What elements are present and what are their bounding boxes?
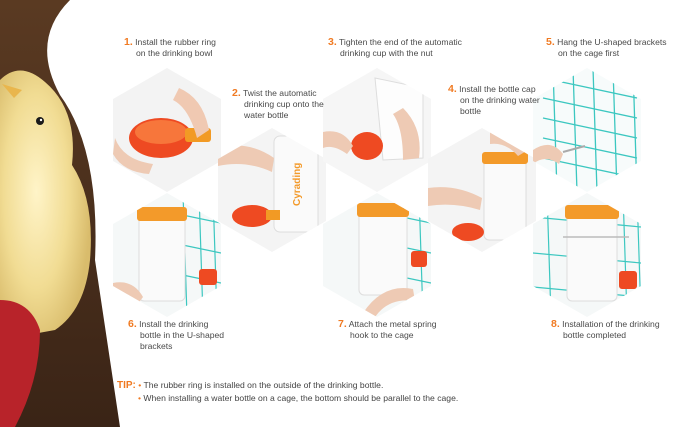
bottle-brand-text: Cyrading [292,163,303,206]
spring-hook-illustration [357,193,431,317]
step-text-line2: bottle completed [563,330,627,340]
step-7-photo [323,193,431,317]
step-8-photo [533,193,641,317]
step-text-line3: brackets [140,341,173,351]
step-text-line2: on the drinking water [460,95,540,105]
step-text-line3: water bottle [244,110,289,120]
step-text-line1: Install the bottle cap [459,84,536,94]
step-text-line1: Install the drinking [139,319,209,329]
step-text-line2: on the cage first [558,48,620,58]
step-number: 5. [546,36,555,48]
step-text-line1: Hang the U-shaped brackets [557,37,667,47]
step-7-label: 7. Attach the metal spring hook to the c… [338,319,437,341]
step-6-photo [113,193,221,317]
step-5-label: 5. Hang the U-shaped brackets on the cag… [546,37,667,59]
step-number: 4. [448,83,457,95]
step-2-photo: Cyrading [218,128,326,252]
step-text-line2: drinking cup onto the [244,99,324,109]
cage-bracket-illustration [533,68,638,192]
step-2-label: 2. Twist the automatic drinking cup onto… [232,88,324,121]
chick-photo [0,0,120,427]
bullet-icon: • [138,380,142,390]
step-text-line2: bottle in the U-shaped [140,330,225,340]
bottle-cap-illustration [428,131,528,241]
tighten-nut-illustration [323,77,424,161]
bottle-cup-illustration: Cyrading [218,135,319,233]
step-text-line2: drinking cup with the nut [340,48,433,58]
step-text-line2: on the drinking bowl [136,48,213,58]
step-number: 2. [232,87,241,99]
tip-label: TIP: [117,380,136,391]
step-text-line1: Attach the metal spring [348,319,437,329]
step-text-line3: bottle [460,106,482,116]
step-number: 7. [338,318,347,330]
step-1-label: 1. Install the rubber ring on the drinki… [124,37,216,59]
bottle-in-bracket-illustration [113,193,221,317]
tip-item: The rubber ring is installed on the outs… [143,380,384,390]
step-text-line1: Tighten the end of the automatic [339,37,462,47]
step-1-photo [113,68,221,192]
tip-item: When installing a water bottle on a cage… [143,393,459,403]
step-8-label: 8. Installation of the drinking bottle c… [551,319,660,341]
tip-box: TIP: • The rubber ring is installed on t… [117,379,458,405]
step-number: 1. [124,36,133,48]
step-4-label: 4. Install the bottle cap on the drinkin… [448,84,540,117]
step-4-photo [428,128,536,252]
completed-bottle-illustration [533,193,641,317]
hand-ring-illustration [113,88,211,174]
step-number: 8. [551,318,560,330]
step-5-photo [533,68,641,192]
step-text-line1: Install the rubber ring [135,37,216,47]
step-number: 6. [128,318,137,330]
step-number: 3. [328,36,337,48]
step-3-photo [323,68,431,192]
bullet-icon: • [138,393,142,403]
step-text-line1: Twist the automatic [243,88,317,98]
step-6-label: 6. Install the drinking bottle in the U-… [128,319,224,352]
step-text-line2: hook to the cage [350,330,414,340]
step-text-line1: Installation of the drinking [562,319,660,329]
step-3-label: 3. Tighten the end of the automatic drin… [328,37,462,59]
